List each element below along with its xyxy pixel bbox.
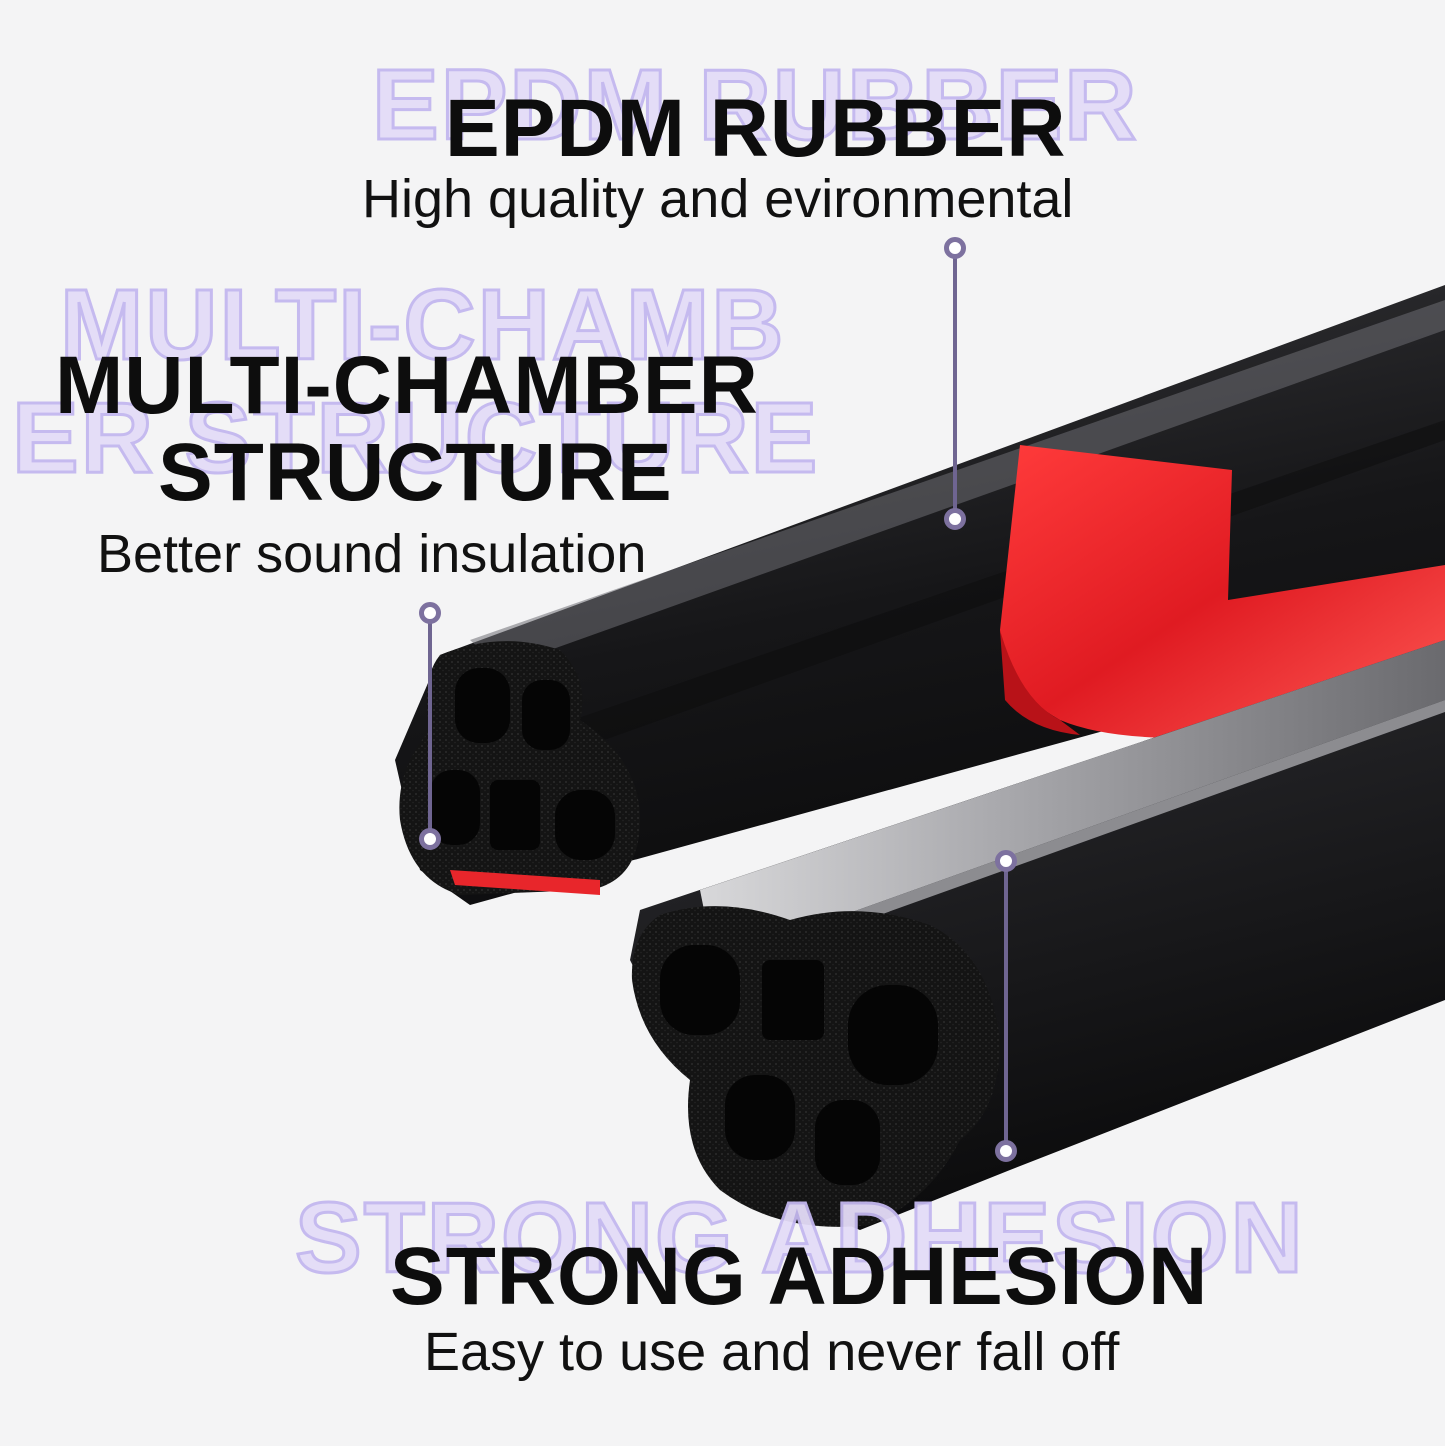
callout-dot-epdm-top bbox=[944, 237, 966, 259]
callout-dot-chamber-top bbox=[419, 602, 441, 624]
callout-dot-adhesion-bottom bbox=[995, 1140, 1017, 1162]
upper-strip-highlight bbox=[470, 300, 1445, 668]
chamber-ghost-title-line1: MULTI-CHAMB bbox=[59, 269, 786, 381]
chamber-title-line1: MULTI-CHAMBER bbox=[55, 340, 759, 431]
callout-line-chamber bbox=[428, 615, 432, 840]
upper-cross-section bbox=[399, 641, 640, 895]
callout-dot-chamber-bottom bbox=[419, 828, 441, 850]
chamber-subtitle: Better sound insulation bbox=[97, 524, 647, 584]
adhesive-tape-surface bbox=[700, 640, 1445, 945]
lower-cross-section bbox=[631, 906, 1000, 1227]
epdm-title: EPDM RUBBER bbox=[445, 83, 1067, 174]
callout-line-adhesion bbox=[1004, 862, 1008, 1152]
epdm-ghost-title: EPDM RUBBER bbox=[370, 49, 1139, 161]
red-liner bbox=[1000, 445, 1445, 738]
adhesion-ghost-title: STRONG ADHESION bbox=[294, 1182, 1305, 1294]
adhesion-subtitle: Easy to use and never fall off bbox=[424, 1322, 1120, 1382]
callout-line-epdm bbox=[953, 250, 957, 520]
chamber-ghost-title-line2: ER STRUCTURE bbox=[10, 382, 820, 494]
epdm-subtitle: High quality and evironmental bbox=[362, 169, 1074, 229]
chamber-title-line2: STRUCTURE bbox=[158, 427, 673, 518]
callout-dot-adhesion-top bbox=[995, 850, 1017, 872]
callout-dot-epdm-bottom bbox=[944, 508, 966, 530]
red-liner-fold bbox=[1000, 630, 1080, 735]
upper-strip-body bbox=[395, 285, 1445, 905]
adhesion-title: STRONG ADHESION bbox=[390, 1231, 1209, 1322]
